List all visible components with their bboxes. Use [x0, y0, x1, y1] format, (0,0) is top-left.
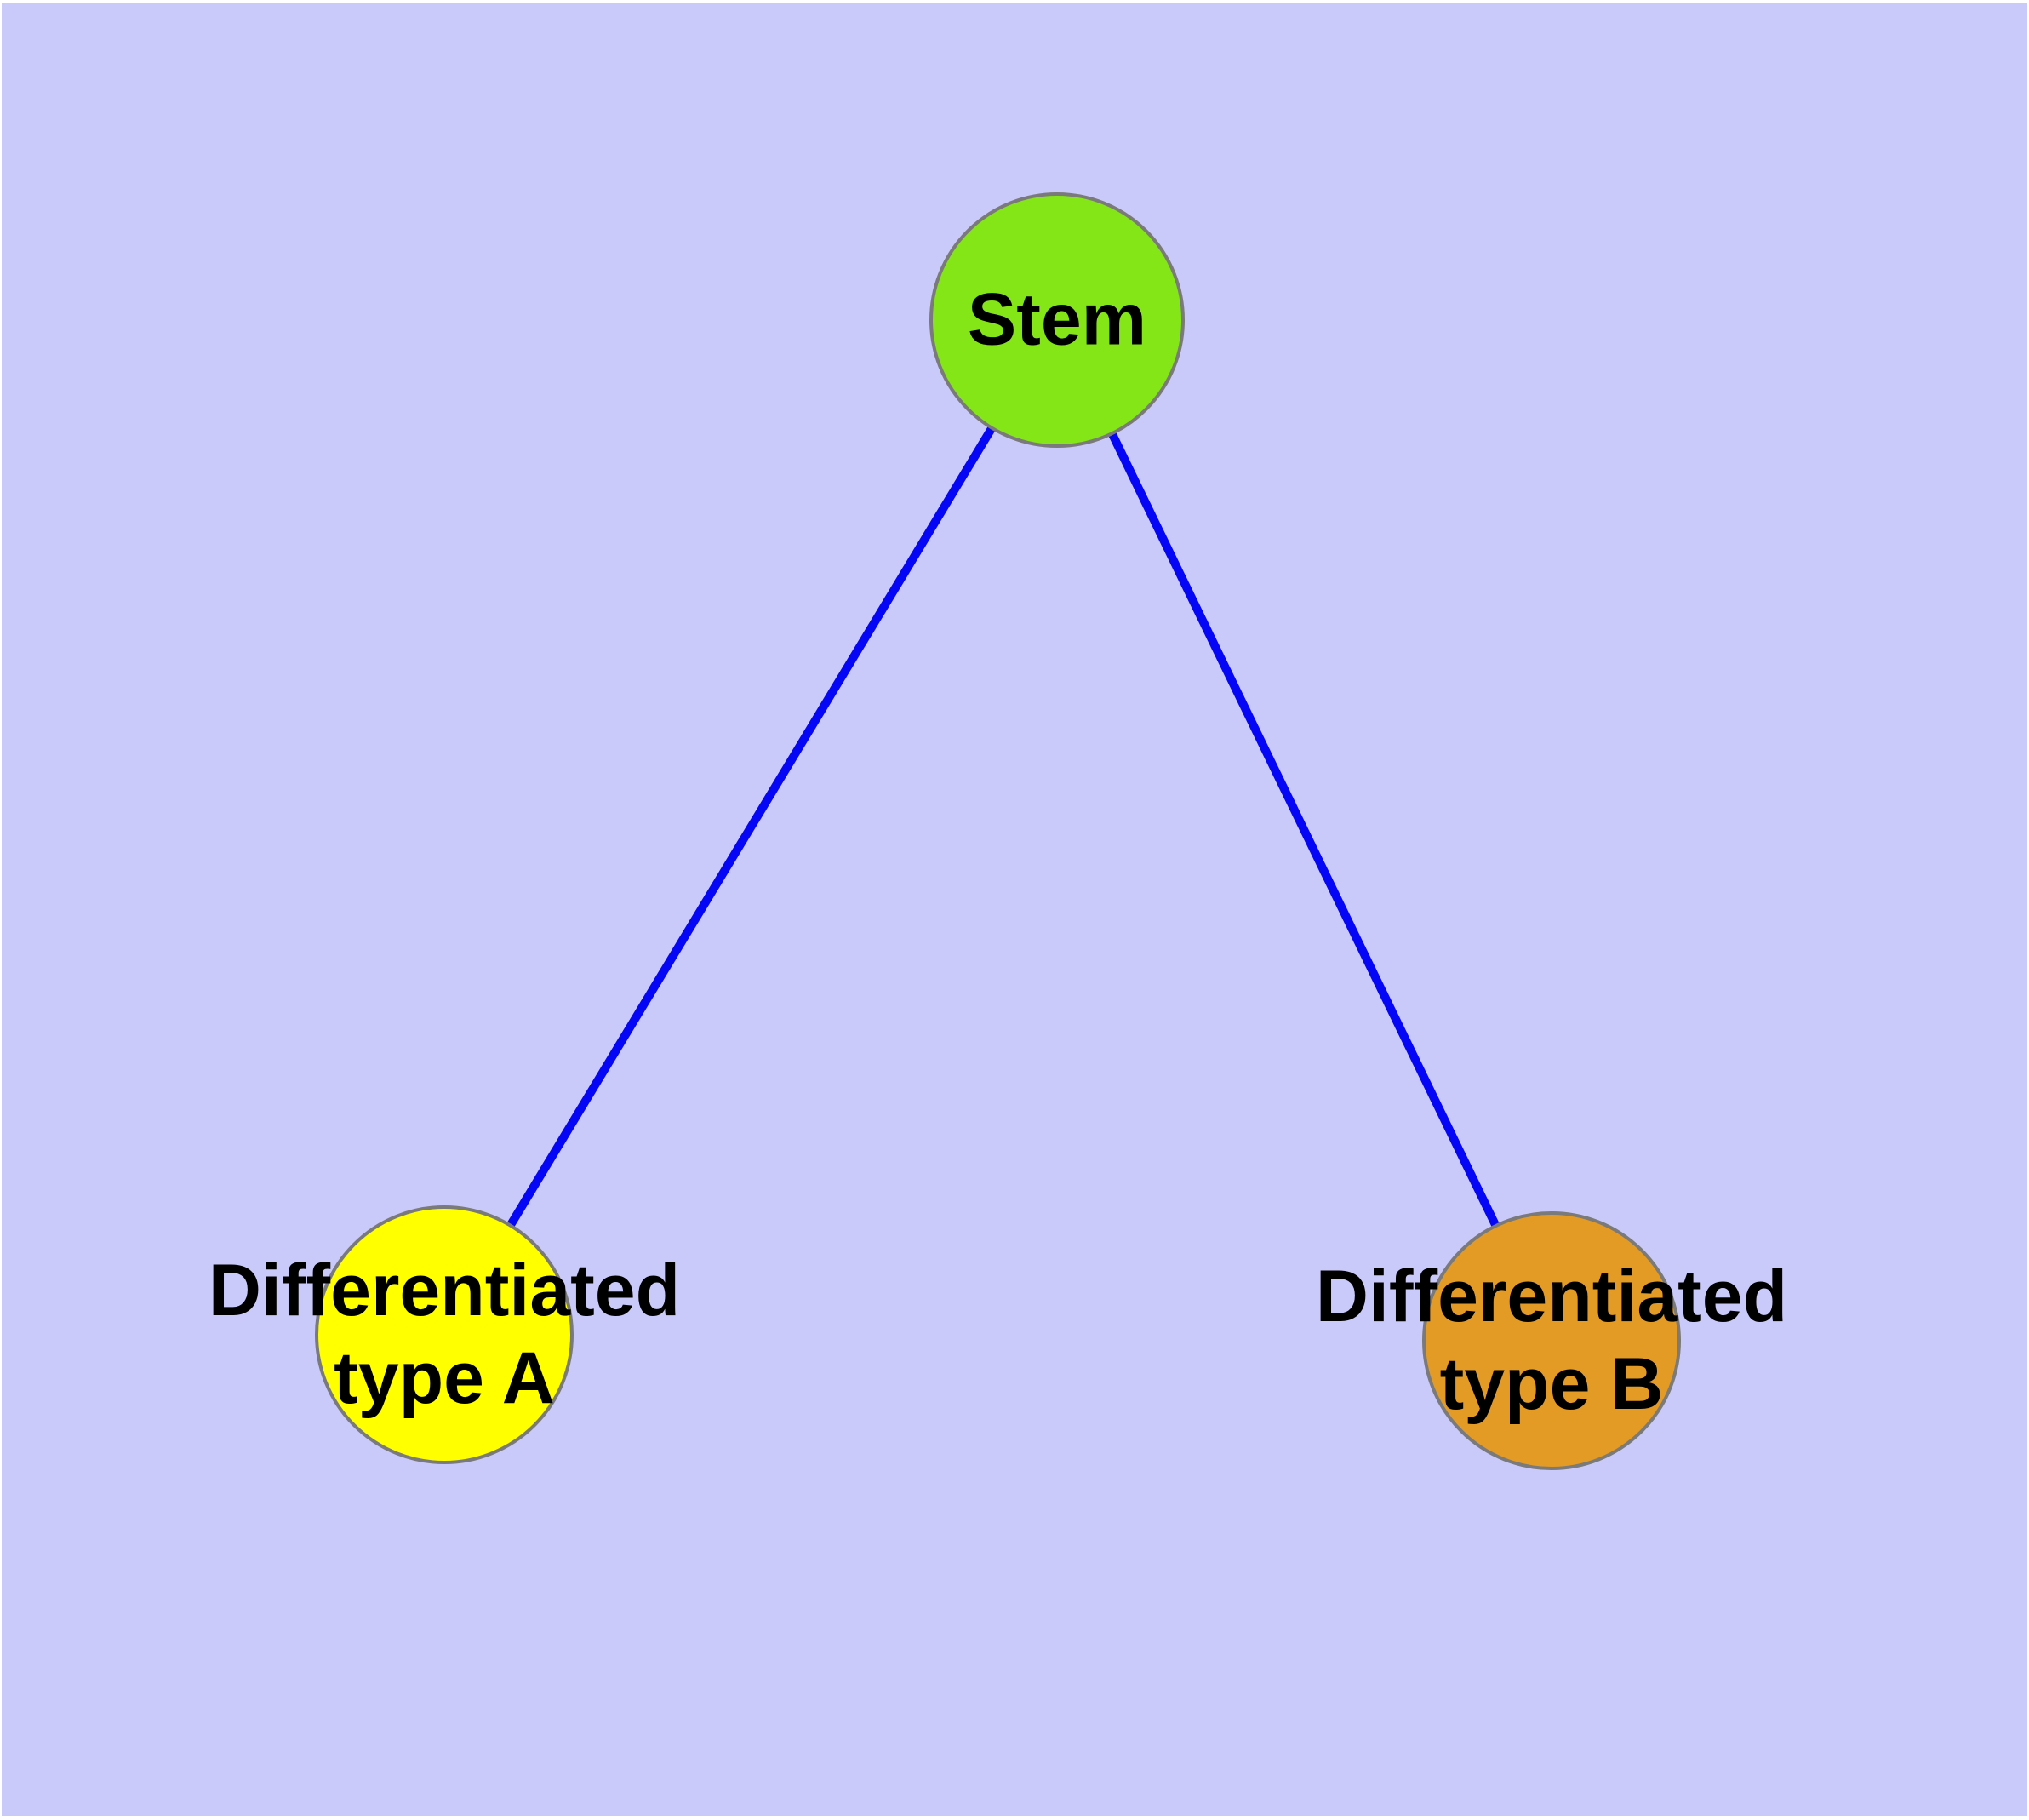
node-circle-differentiated-type-b — [1422, 1211, 1681, 1470]
edge-line — [1053, 318, 1556, 1343]
node-label-differentiated-type-b: Differentiated type B — [1316, 1253, 1787, 1428]
diagram-canvas: Stem Differentiated type A Differentiate… — [2, 3, 2027, 1816]
node-circle-stem — [929, 192, 1185, 448]
node-label-line: Differentiated — [208, 1249, 681, 1331]
node-circle-differentiated-type-a — [315, 1205, 574, 1464]
node-label-line: type B — [1439, 1343, 1664, 1425]
node-label-line: type A — [334, 1337, 555, 1419]
node-label-stem: Stem — [968, 276, 1146, 363]
node-label-differentiated-type-a: Differentiated type A — [209, 1247, 680, 1422]
edges-layer — [440, 318, 1556, 1343]
node-label-line: Stem — [967, 278, 1147, 361]
edge-line — [440, 318, 1061, 1337]
node-label-line: Differentiated — [1315, 1255, 1788, 1337]
